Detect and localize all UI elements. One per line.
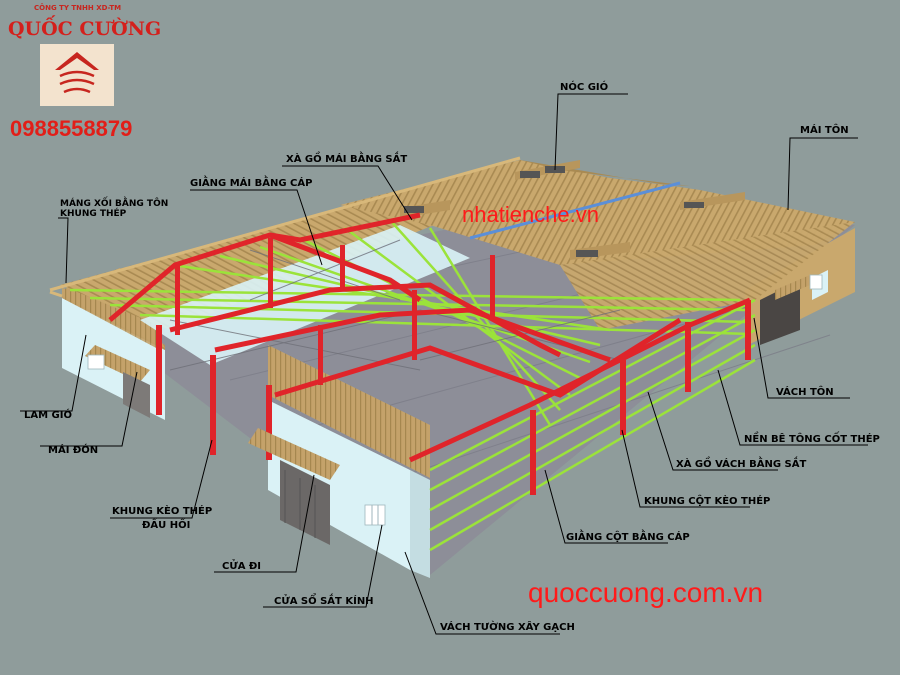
entrance-canopy-left [85,345,150,382]
label-giang-mai: GIẰNG MÁI BẰNG CÁP [190,174,312,189]
entrance-canopy-front [248,428,340,480]
label-cua-di: CỬA ĐI [222,558,261,572]
steel-frames [108,212,751,463]
company-branding: CÔNG TY TNHH XD-TM QUỐC CƯỜNG 0988558879 [8,3,161,141]
watermark-nhatienche: nhatienche.vn [462,202,599,227]
label-xa-go-vach: XÀ GỒ VÁCH BẰNG SẮT [676,455,806,470]
building-illustration [49,156,855,578]
side-wall-sheet [268,345,430,478]
label-lam-gio: LAM GIÓ [24,408,72,421]
label-noc-gio: NÓC GIÓ [560,80,608,93]
label-nen-be-tong: NỀN BÊ TÔNG CỐT THÉP [744,430,880,445]
roof-gutter [49,156,521,292]
label-dau-hoi: ĐẦU HỒI [142,516,190,531]
watermark-quoccuong: quoccuong.com.vn [528,577,763,608]
label-khung-cot: KHUNG CỘT KÈO THÉP [644,494,770,507]
label-xa-go-mai: XÀ GỒ MÁI BẰNG SẮT [286,150,407,165]
company-phone: 0988558879 [10,116,132,141]
callouts: NÓC GIÓ MÁI TÔN XÀ GỒ MÁI BẰNG SẮT GIẰNG… [20,80,880,635]
company-name: QUỐC CƯỜNG [8,15,161,40]
label-cua-so: CỬA SỔ SẮT KÍNH [274,592,374,607]
windows [87,274,823,526]
brick-wall-front [268,400,410,570]
label-mai-ton: MÁI TÔN [800,123,849,136]
label-vach-ton: VÁCH TÔN [776,385,834,398]
steel-columns [156,238,751,495]
label-vach-tuong: VÁCH TƯỜNG XÂY GẠCH [440,620,575,633]
label-mang-xoi: MÁNG XỐI BẰNG TÔN [60,196,168,209]
label-khung-thep: KHUNG THÉP [60,207,127,219]
label-khung-keo: KHUNG KÈO THÉP [112,504,212,517]
door-front [280,460,330,545]
label-mai-don: MÁI ĐÓN [48,443,98,456]
label-giang-cot: GIẰNG CỘT BẰNG CÁP [566,528,690,543]
company-type-text: CÔNG TY TNHH XD-TM [34,3,121,12]
